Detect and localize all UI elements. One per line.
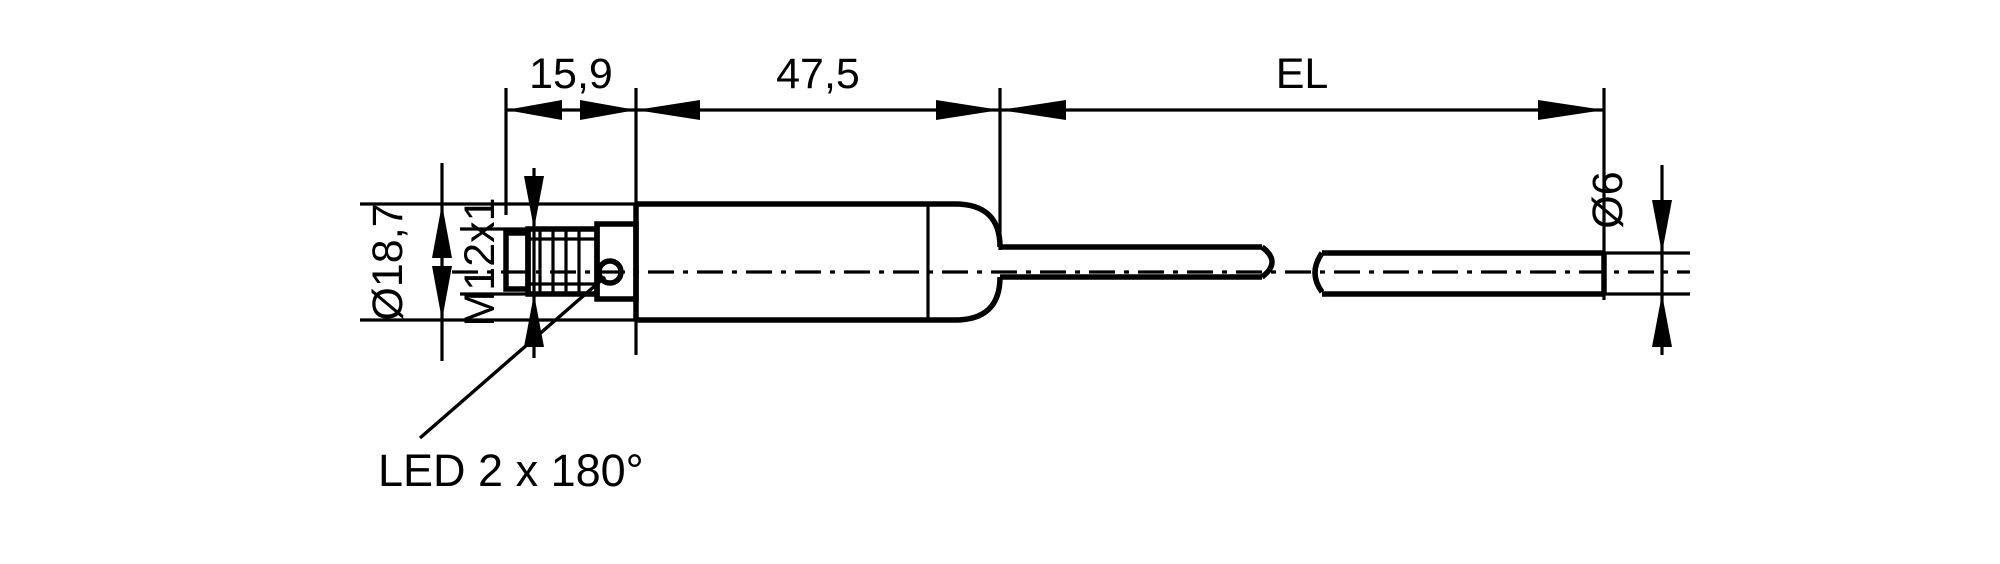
dimension-label-barrel-diameter: Ø18,7 bbox=[364, 203, 412, 320]
arrowhead bbox=[1000, 100, 1066, 120]
arrowhead bbox=[506, 100, 562, 120]
dimension-label-cable-diameter: Ø6 bbox=[1584, 171, 1632, 228]
dimension-47-5: 47,5 bbox=[636, 50, 1000, 120]
dimension-15-9: 15,9 bbox=[506, 50, 636, 120]
dimension-barrel-diameter: Ø18,7 bbox=[364, 163, 452, 361]
led-callout: LED 2 x 180° bbox=[378, 275, 644, 496]
led-callout-label: LED 2 x 180° bbox=[378, 445, 644, 496]
dimension-label-body-length: 47,5 bbox=[776, 50, 860, 98]
extension-lines bbox=[504, 88, 1606, 355]
sensor-threaded-section bbox=[525, 226, 600, 297]
dimension-EL: EL bbox=[1000, 50, 1604, 120]
sensor-barrel-body bbox=[633, 201, 1003, 323]
sensor-nose-cap bbox=[503, 230, 531, 292]
dimension-thread-spec: M12x1 bbox=[456, 168, 544, 358]
dimension-label-thread-length: 15,9 bbox=[529, 50, 613, 98]
dimension-label-cable-length: EL bbox=[1276, 50, 1329, 98]
cable-segment-left bbox=[1000, 244, 1275, 280]
arrowhead bbox=[936, 100, 1000, 120]
dimension-label-thread-spec: M12x1 bbox=[456, 197, 504, 326]
arrowhead bbox=[636, 100, 700, 120]
arrowhead bbox=[432, 266, 452, 320]
arrowhead bbox=[524, 176, 544, 229]
arrowhead bbox=[580, 100, 636, 120]
dimension-cable-diameter: Ø6 bbox=[1584, 165, 1672, 355]
arrowhead bbox=[1538, 100, 1604, 120]
arrowhead bbox=[1652, 200, 1672, 253]
arrowhead bbox=[432, 204, 452, 258]
arrowhead bbox=[1652, 294, 1672, 347]
extension-lines-barrel-od bbox=[360, 202, 650, 322]
